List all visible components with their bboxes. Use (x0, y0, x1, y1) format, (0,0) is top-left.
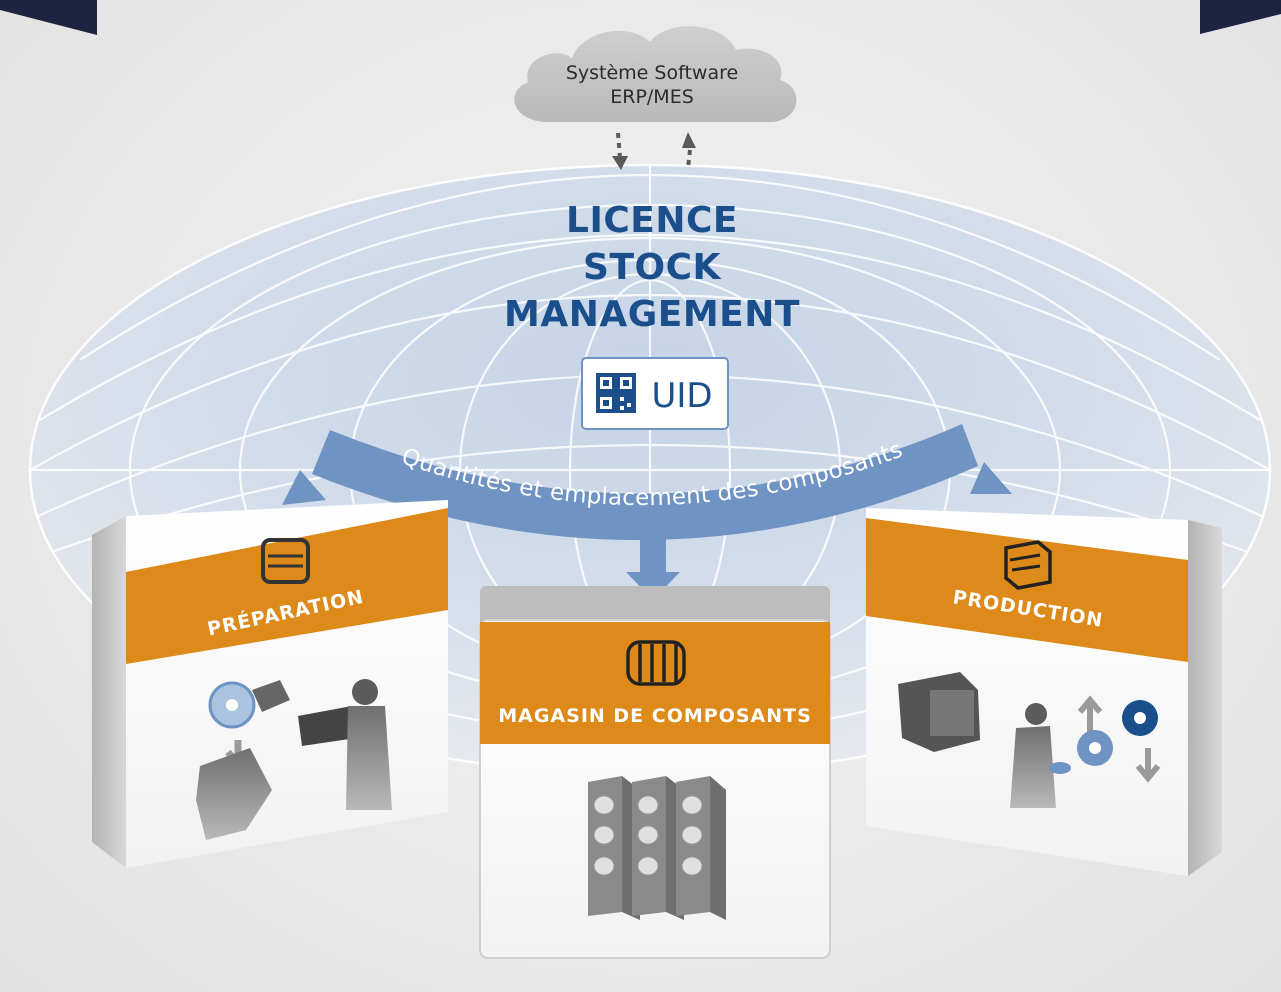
up-arrow-icon (682, 132, 696, 148)
feeder-machine-icon (1004, 540, 1052, 590)
cloud-shape (514, 26, 797, 122)
arrow-left-icon (282, 470, 326, 505)
license-title-line1: LICENCE (566, 200, 738, 241)
panel-preparation-header (126, 508, 448, 664)
arrow-right-icon (970, 462, 1012, 494)
panel-preparation: PRÉPARATION (92, 500, 448, 868)
cloud-title-line1: Système Software (566, 62, 738, 84)
panel-production-header (866, 518, 1188, 662)
corner-decoration-left (0, 0, 97, 35)
uid-badge: UID (581, 357, 729, 430)
drawer-cabinet-icon (261, 538, 310, 584)
panel-storage-label: MAGASIN DE COMPOSANTS (498, 705, 812, 727)
panel-storage: MAGASIN DE COMPOSANTS (479, 586, 831, 959)
panel-production: PRODUCTION (866, 508, 1222, 876)
qr-code-icon (596, 373, 636, 413)
license-title-line2: STOCK (583, 247, 722, 288)
license-title-line3: MANAGEMENT (504, 294, 800, 335)
reel-stack-icon (626, 640, 686, 686)
corner-decoration-right (1200, 0, 1281, 34)
sync-arrows (612, 132, 696, 170)
uid-label: UID (651, 376, 712, 416)
preparation-illustration (196, 679, 392, 840)
down-arrow-icon (612, 156, 628, 170)
cloud-title-line2: ERP/MES (610, 86, 694, 108)
shelf-rack-illustration (588, 776, 726, 920)
production-illustration (898, 672, 1161, 808)
flow-band (282, 424, 1012, 600)
